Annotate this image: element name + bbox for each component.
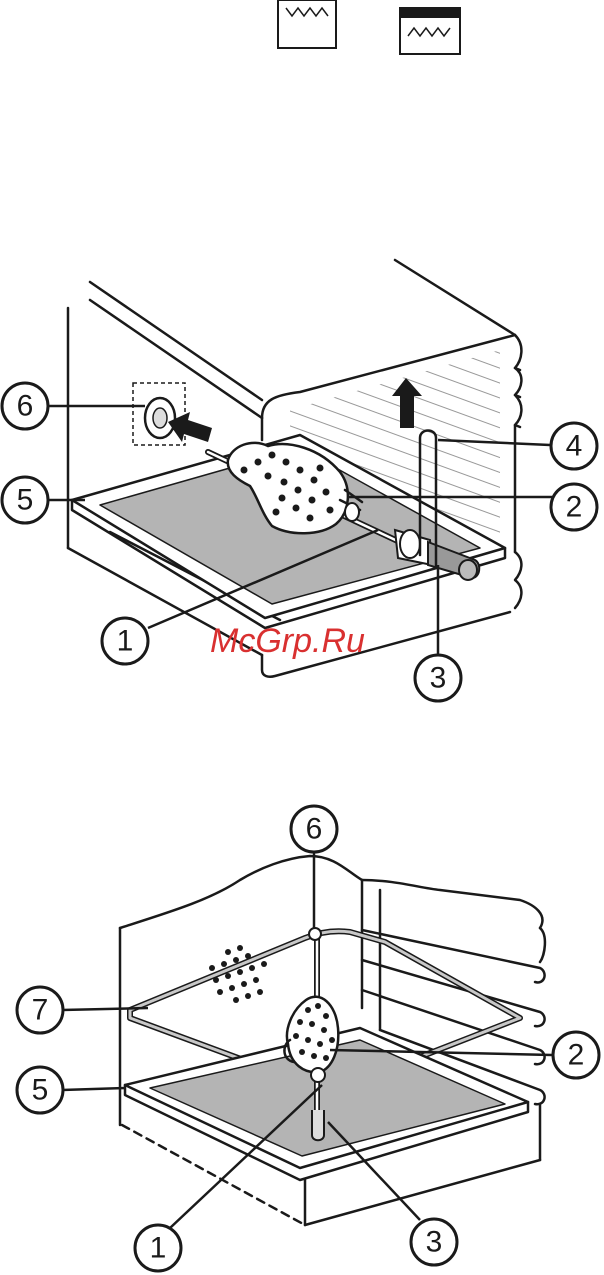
figure-1-callout-3: 3 — [415, 655, 461, 701]
figure-2-callout-7-label: 7 — [32, 994, 49, 1027]
figure-2-callout-1: 1 — [135, 1225, 181, 1271]
figure-2-callout-5-label: 5 — [32, 1074, 49, 1107]
figure-2-callout-2: 2 — [553, 1032, 599, 1078]
figure-2-callout-6: 6 — [291, 806, 337, 852]
figure-2-callout-6-label: 6 — [306, 813, 323, 846]
figure-2-callout-3-label: 3 — [426, 1226, 443, 1259]
figure-1-callout-6: 6 — [2, 383, 48, 429]
figure-1-callout-2-label: 2 — [566, 491, 583, 524]
figure-2-callout-1-label: 1 — [150, 1232, 167, 1265]
figure-1-callout-1-label: 1 — [117, 625, 134, 658]
figure-1-callout-1: 1 — [102, 618, 148, 664]
figure-1-callout-4: 4 — [551, 423, 597, 469]
figure-2-callout-5: 5 — [17, 1067, 63, 1113]
figure-2-callout-3: 3 — [411, 1219, 457, 1265]
figure-1-callout-2: 2 — [551, 484, 597, 530]
spit-drive-socket — [133, 383, 185, 445]
figure-1-callout-5-label: 5 — [17, 484, 34, 517]
top-heat-icon — [278, 0, 336, 48]
figure-2-callout-7: 7 — [17, 987, 63, 1033]
figure-1-callout-4-label: 4 — [566, 430, 583, 463]
figure-1-callout-5: 5 — [2, 477, 48, 523]
top-heat-grill-icon — [400, 8, 460, 54]
figure-1-callout-3-label: 3 — [430, 662, 447, 695]
figure-1-callout-6-label: 6 — [17, 390, 34, 423]
figure-2-callout-2-label: 2 — [568, 1039, 585, 1072]
watermark-text: McGrp.Ru — [210, 622, 365, 660]
